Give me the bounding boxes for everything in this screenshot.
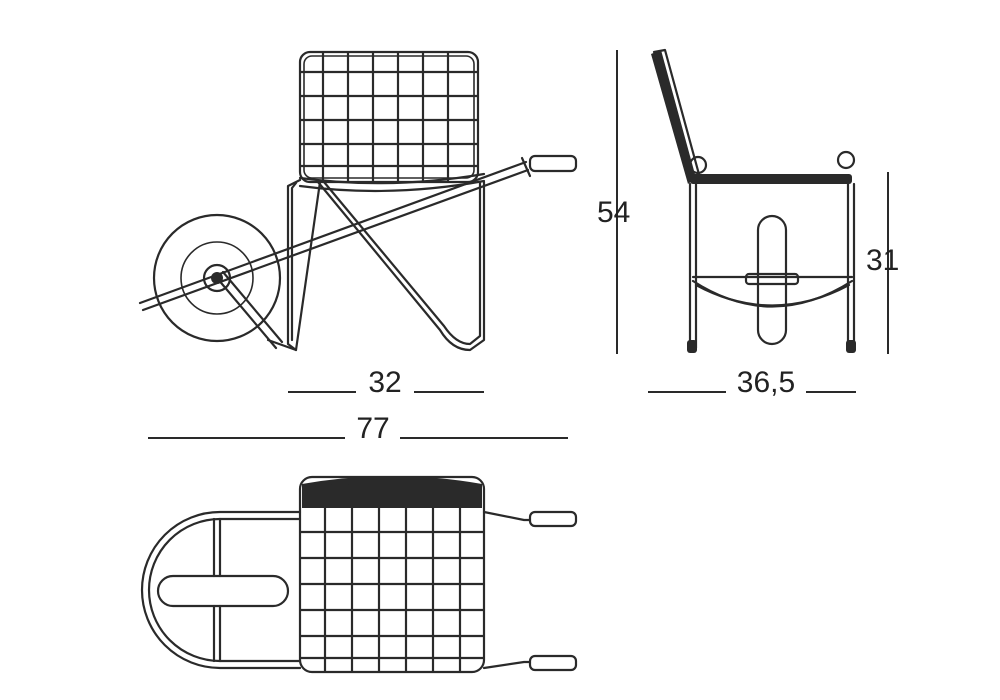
label-overall-height: 54 xyxy=(597,196,630,229)
front-view xyxy=(651,48,856,353)
handle-top xyxy=(482,510,578,528)
dimension-overall-height: 54 xyxy=(597,50,630,354)
label-width: 36,5 xyxy=(737,366,795,399)
label-total-length: 77 xyxy=(356,412,389,445)
label-seat-height: 31 xyxy=(866,244,899,277)
handle-bar xyxy=(138,154,578,312)
frame xyxy=(215,178,486,352)
side-view xyxy=(138,50,578,352)
top-view xyxy=(140,475,578,674)
label-seat-depth: 32 xyxy=(368,366,401,399)
dimension-total-length: 77 xyxy=(148,412,568,445)
dimension-seat-depth: 32 xyxy=(288,366,484,399)
backrest xyxy=(298,50,480,184)
dimension-width: 36,5 xyxy=(648,366,856,399)
dimension-seat-height: 31 xyxy=(866,172,899,354)
seat-top xyxy=(298,475,486,674)
handle-bottom xyxy=(482,654,578,672)
